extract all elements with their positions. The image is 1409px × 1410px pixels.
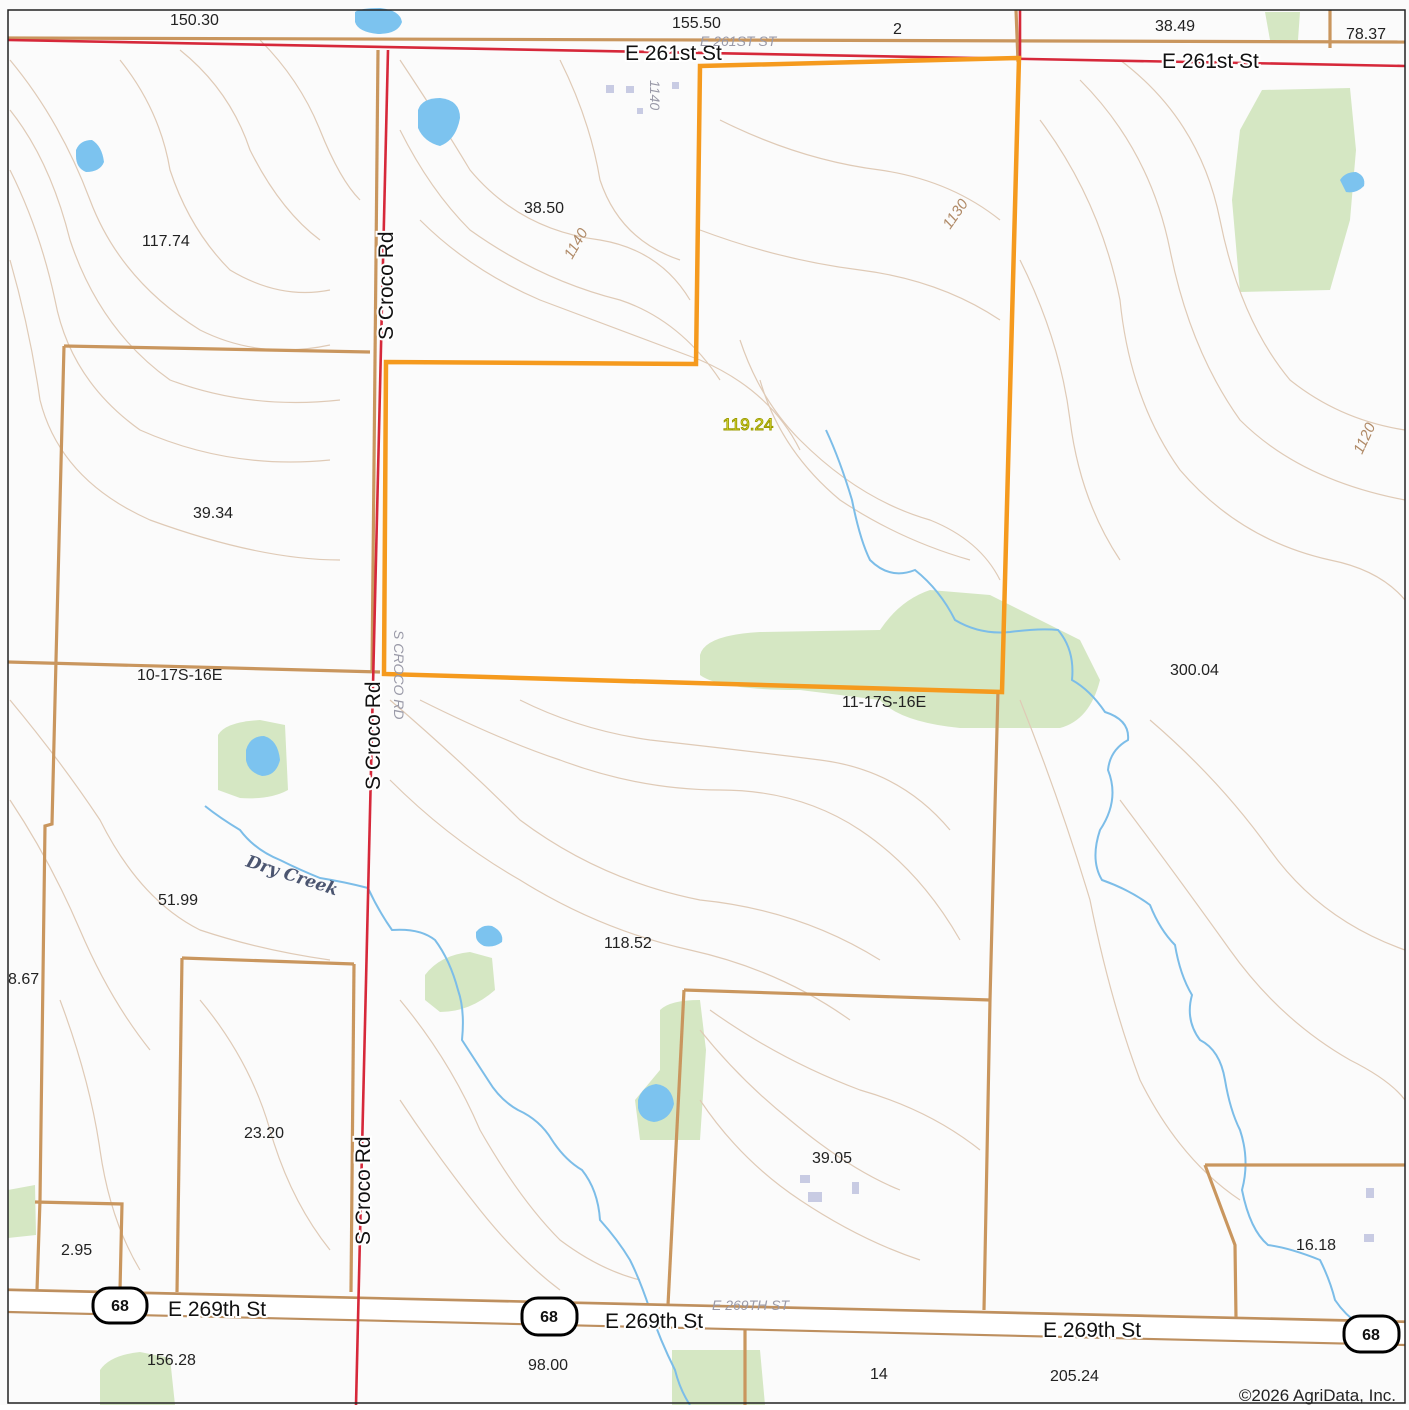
parcel-acres: 51.99 [158,892,198,909]
parcel-acres: 78.37 [1346,26,1386,43]
ponds [76,8,1365,1122]
contour-label: 1140 [647,80,663,110]
parcel-acres: 98.00 [528,1357,568,1374]
streams [204,429,1361,1406]
parcel-acres: 38.49 [1155,18,1195,35]
parcel-acres: 156.28 [147,1352,196,1369]
parcel-acres: 150.30 [170,12,219,29]
parcel-acres: 8.67 [8,971,39,988]
road-label-e269th-east: E 269th St [1043,1319,1141,1342]
highway-shield-number: 68 [540,1309,558,1326]
subject-tract-boundary [381,55,1022,695]
parcel-acres: 2.95 [61,1242,92,1259]
contour-lines [9,39,1406,1291]
section-label-11: 11-17S-16E [842,694,926,711]
road-label-croco-south: S Croco Rd [352,1136,375,1245]
subject-acres-label: 119.24 [723,415,774,434]
parcel-acres: 38.50 [524,200,564,217]
parcel-acres: 16.18 [1296,1237,1336,1254]
copyright-notice: ©2026 AgriData, Inc. [1239,1386,1396,1405]
parcel-acres: 23.20 [244,1125,284,1142]
highway-shield-number: 68 [111,1298,129,1315]
highway-shield-west: 68 [91,1286,149,1325]
parcel-acres: 300.04 [1170,662,1219,679]
parcel-acres: 117.74 [142,233,190,250]
road-label-croco-middle: S Croco Rd [362,681,385,790]
road-label-e269th-faint: E 269TH ST [712,1297,790,1313]
road-label-croco-faint: S CROCO RD [391,630,407,719]
parcel-acres: 205.24 [1050,1368,1099,1385]
road-label-e261st-west: E 261st St [625,42,722,65]
parcel-acres: 118.52 [604,935,652,952]
parcel-acres: 14 [870,1366,888,1383]
highway-shield-middle: 68 [520,1296,579,1337]
structures [606,82,1374,1242]
road-label-croco-north: S Croco Rd [375,231,398,340]
parcel-acres: 155.50 [672,15,721,32]
section-label-10: 10-17S-16E [137,667,222,684]
parcel-acres: 39.05 [812,1150,852,1167]
highway-shield-east: 68 [1342,1314,1401,1354]
road-label-e269th-west: E 269th St [168,1298,266,1321]
highway-shield-number: 68 [1362,1327,1380,1344]
road-label-e269th-middle: E 269th St [605,1310,703,1333]
red-roads [7,10,1406,1406]
map-frame [7,9,1406,1404]
parcel-acres: 39.34 [193,505,233,522]
road-label-e261st-faint: E 261ST ST [700,33,778,49]
road-label-e261st-east: E 261st St [1162,50,1259,73]
parcel-acres: 2 [893,21,902,38]
